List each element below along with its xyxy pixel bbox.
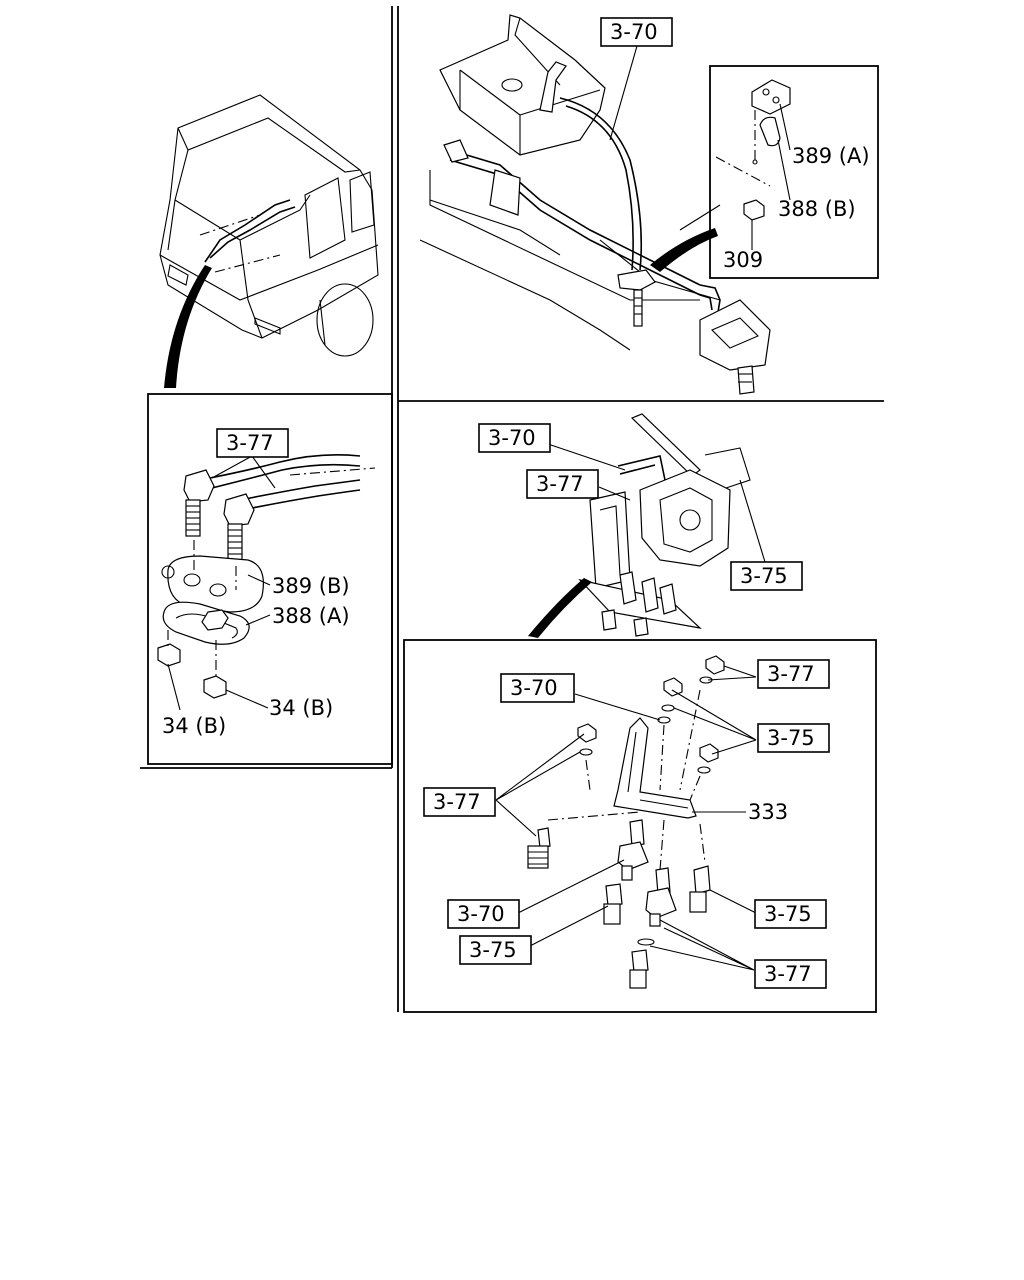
callout-3-75-bottom: 3-75 (469, 938, 517, 962)
middle-right-illustration: 3-70 3-77 3-75 (478, 413, 803, 638)
ref-box-3-70-bottom[interactable] (447, 899, 520, 929)
callout-3-77-bottom-top: 3-77 (767, 662, 815, 686)
top-right-illustration: 3-70 (419, 14, 771, 395)
callout-34b-right: 34 (B) (269, 696, 333, 720)
callout-34b-left: 34 (B) (162, 714, 226, 738)
callout-3-70-middle: 3-70 (488, 426, 536, 450)
callout-388b: 388 (B) (778, 197, 856, 221)
callout-3-75-bottom-top: 3-75 (767, 726, 815, 750)
callout-3-75-bottom-right: 3-75 (764, 902, 812, 926)
callout-309: 309 (723, 248, 763, 272)
ref-box-3-75-middle[interactable] (730, 561, 803, 591)
callout-3-77-bottom: 3-77 (764, 962, 812, 986)
callout-3-70-bottom-top: 3-70 (510, 676, 558, 700)
callout-333: 333 (748, 800, 788, 824)
callout-3-70-bottom: 3-70 (457, 902, 505, 926)
ref-box-3-75-bottom[interactable] (459, 935, 532, 965)
ref-box-3-77-bottom-top[interactable] (757, 659, 830, 689)
callout-3-77-bottom-left: 3-77 (433, 790, 481, 814)
callout-3-70-top-right: 3-70 (610, 20, 658, 44)
ref-box-3-70-bottom-top[interactable] (500, 673, 575, 703)
callout-3-77-middle: 3-77 (536, 472, 584, 496)
ref-box-3-77-middle[interactable] (526, 469, 599, 499)
ref-box-3-75-bottom-top[interactable] (757, 723, 830, 753)
ref-box-3-70-middle[interactable] (478, 423, 551, 453)
ref-box-3-77-bottom[interactable] (754, 959, 827, 989)
ref-box-3-75-bottom-right[interactable] (754, 899, 827, 929)
top-right-inset: 389 (A) 388 (B) 309 (709, 65, 879, 279)
callout-389b: 389 (B) (272, 574, 350, 598)
bottom-right-detail-panel: 3-77 3-70 3-75 3-77 333 3-70 3-75 3-75 3… (403, 639, 877, 1013)
ref-box-3-77-bottom-left[interactable] (423, 787, 496, 817)
callout-389a: 389 (A) (792, 144, 870, 168)
truck-cab-illustration (159, 94, 379, 388)
left-detail-panel: 3-77 389 (B) 388 (A) 34 (B) 34 (B) (147, 393, 393, 765)
ref-box-3-70-top-right[interactable] (600, 17, 673, 47)
callout-388a: 388 (A) (272, 604, 350, 628)
callout-3-77-left-panel: 3-77 (226, 431, 274, 455)
ref-box-3-77-left-panel[interactable] (216, 428, 289, 458)
callout-3-75-middle: 3-75 (740, 564, 788, 588)
